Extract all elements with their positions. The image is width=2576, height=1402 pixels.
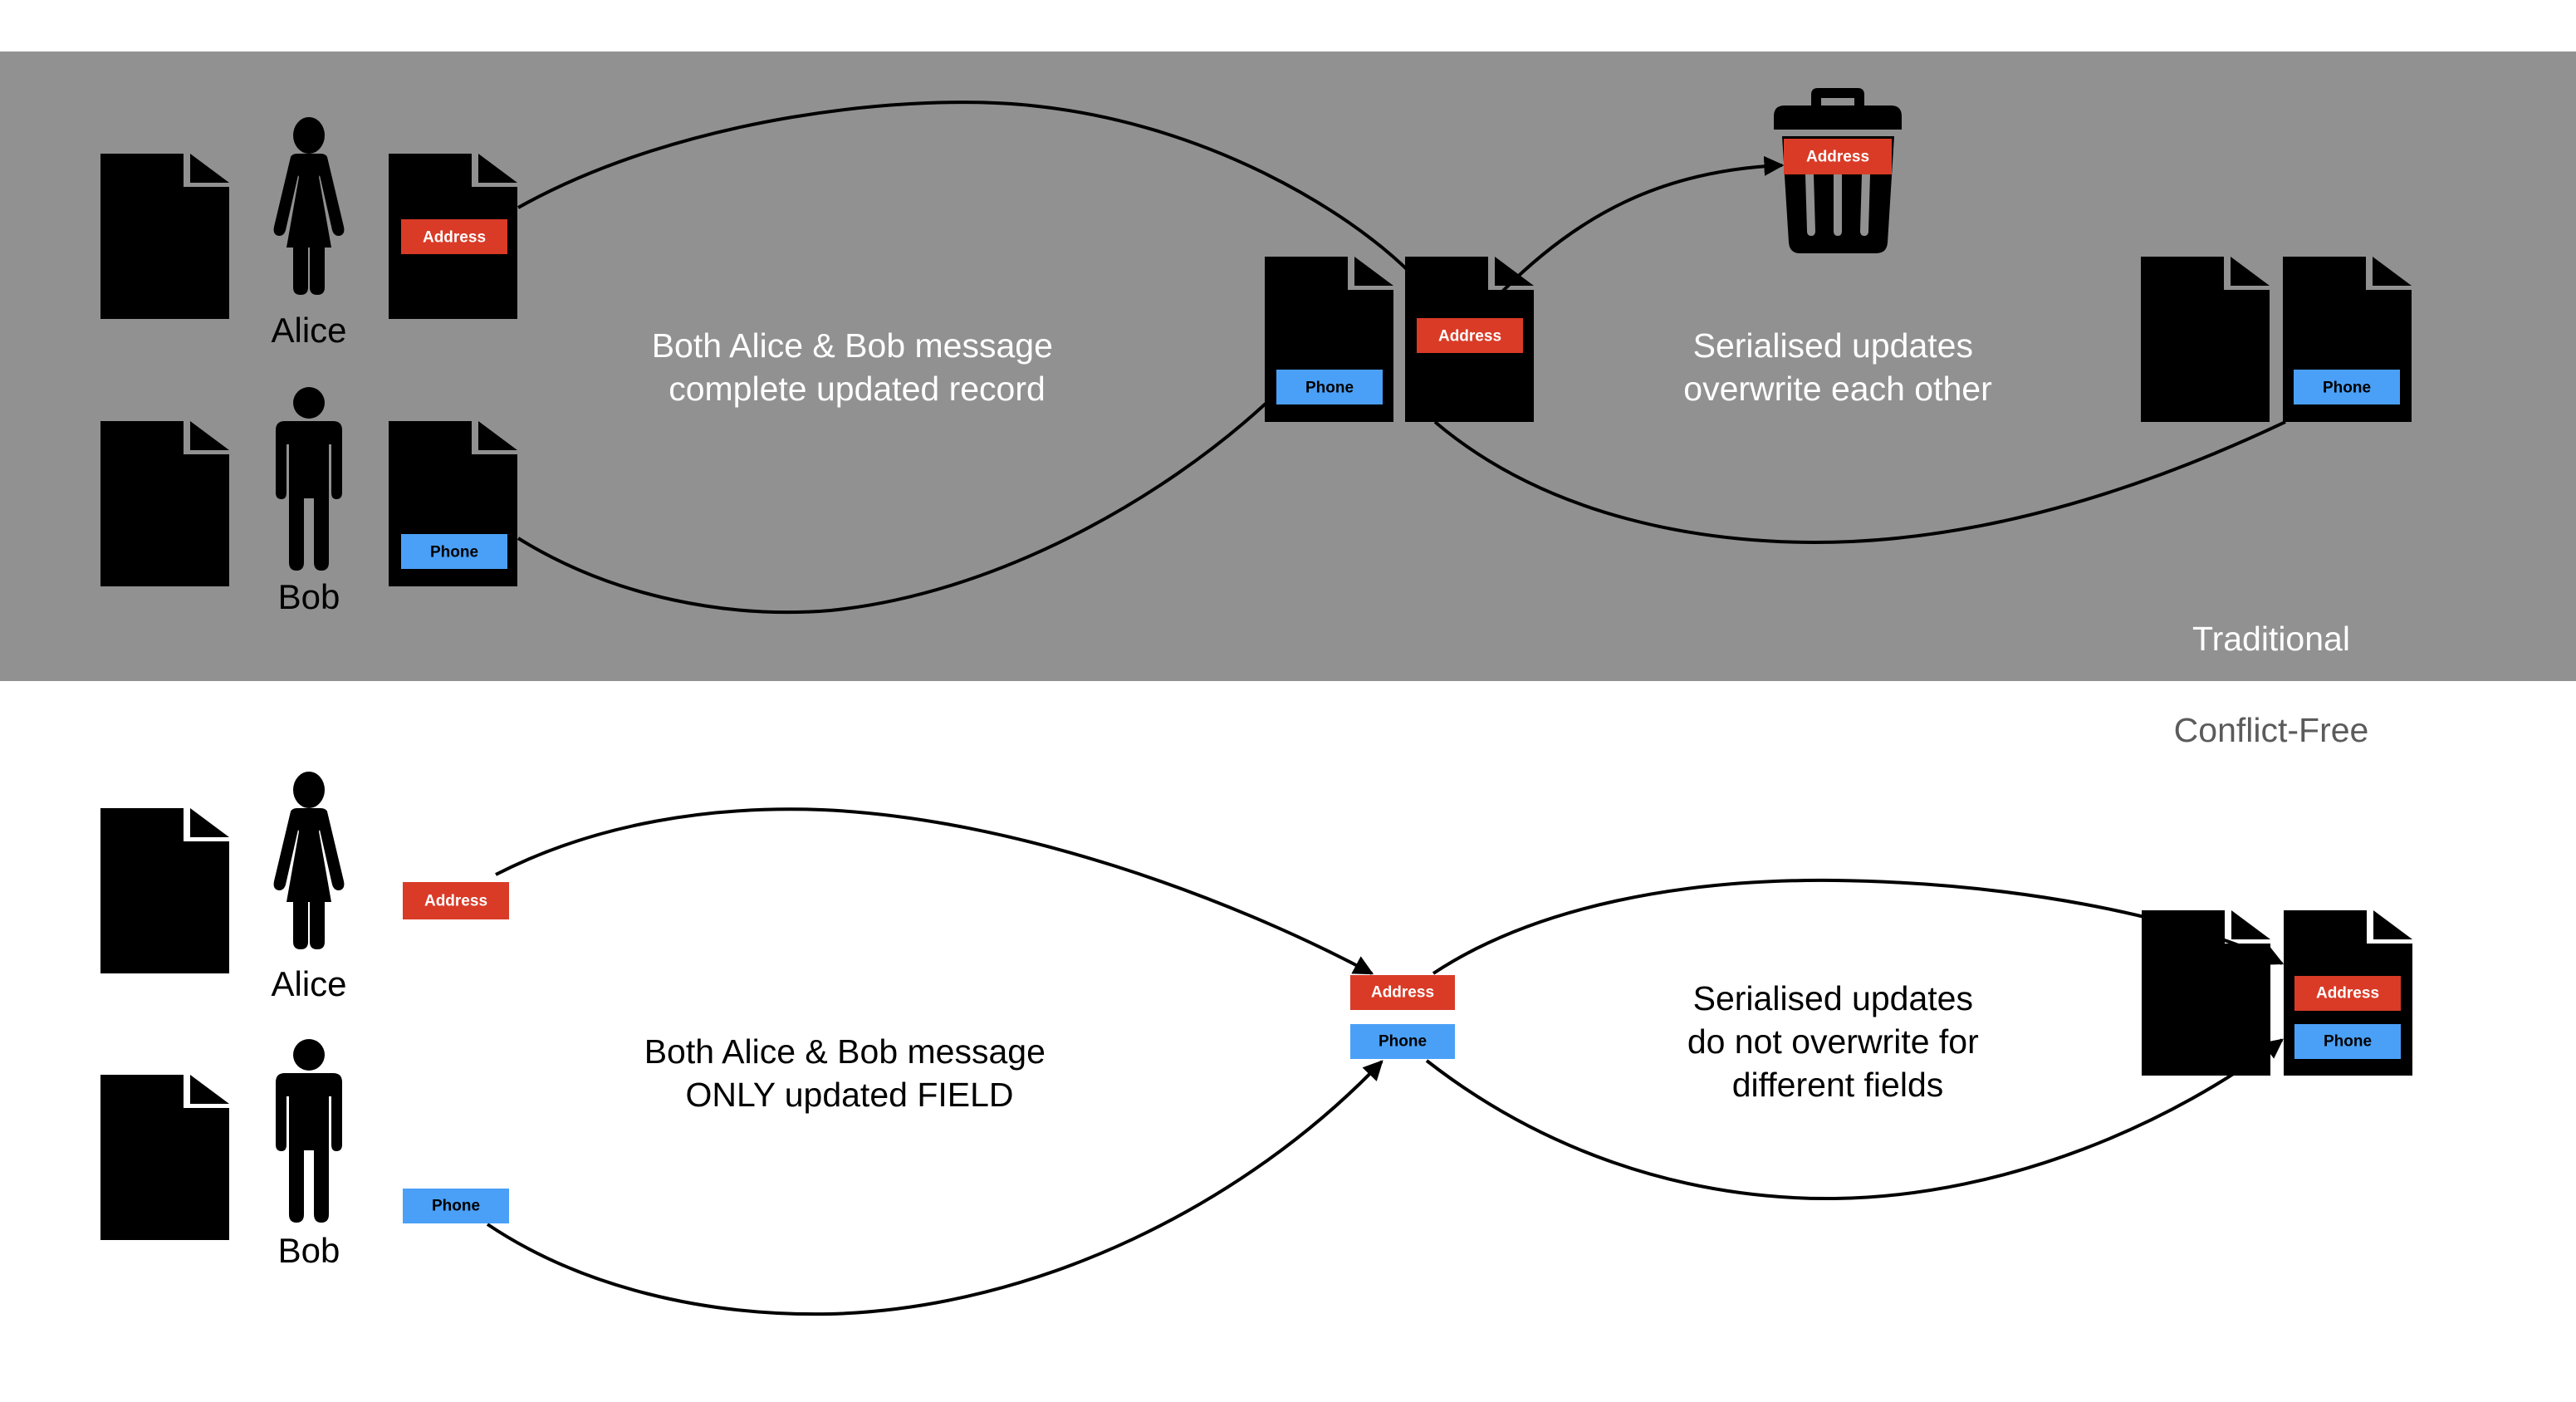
svg-text:Address: Address [1806,149,1869,166]
result-phone-field: Phone [2294,370,2400,404]
cf-bob-doc-icon [100,1075,229,1240]
svg-text:Phone: Phone [1305,380,1354,397]
svg-text:Address: Address [1371,984,1434,1002]
bob-phone-field: Phone [401,534,507,569]
svg-text:Address: Address [1438,328,1501,346]
svg-text:Phone: Phone [2323,380,2371,397]
traditional-caption-left: Both Alice & Bob message complete update… [652,326,1063,408]
cf-alice-name-label: Alice [271,964,346,1003]
cf-bob-phone-field: Phone [403,1189,509,1223]
bob-to-merge-curve [517,402,1267,615]
alice-name-label: Alice [271,311,346,350]
cf-bob-name-label: Bob [278,1231,340,1270]
conflict-free-caption-left: Both Alice & Bob message ONLY updated FI… [644,1032,1055,1114]
merge-address-field: Address [1417,318,1523,353]
svg-text:Address: Address [2316,985,2379,1002]
conflict-free-section-label: Conflict-Free [2174,711,2369,749]
cf-result-address-field: Address [2294,976,2401,1011]
svg-text:Address: Address [423,229,486,247]
bob-name-label: Bob [278,577,340,616]
discarded-address-field: Address [1784,139,1892,174]
cf-result-phone-field: Phone [2294,1024,2401,1059]
alice-field-to-merge-arrow [495,807,1374,975]
cf-merge-address-field: Address [1350,975,1455,1010]
cf-alice-female-person-icon [273,772,345,949]
result-doc-previous-icon [2141,257,2270,422]
traditional-caption-right: Serialised updates overwrite each other [1683,326,1991,408]
bob-field-to-merge-arrow [486,1060,1383,1316]
svg-text:Phone: Phone [432,1198,480,1215]
bob-original-doc-icon [100,421,229,586]
cf-result-doc-previous-icon [2142,910,2270,1076]
svg-text:Phone: Phone [430,544,478,561]
merge-to-result-curve [1433,420,2286,544]
svg-text:Phone: Phone [2324,1033,2372,1051]
svg-text:Phone: Phone [1379,1033,1427,1051]
alice-original-doc-icon [100,154,229,319]
cf-alice-address-field: Address [403,882,509,919]
alice-address-field: Address [401,219,507,254]
traditional-section-label: Traditional [2192,620,2350,658]
cf-alice-doc-icon [100,808,229,973]
svg-text:Address: Address [424,893,487,910]
alice-to-merge-curve [517,100,1413,276]
cf-merge-phone-field: Phone [1350,1024,1455,1059]
merge-phone-field: Phone [1276,370,1383,404]
cf-bob-male-person-icon [276,1039,342,1223]
conflict-free-caption-right: Serialised updates do not overwrite for … [1687,979,1988,1104]
merge-phone-to-result-arrow [1425,1038,2284,1201]
address-to-trash-arrow [1501,155,1785,292]
